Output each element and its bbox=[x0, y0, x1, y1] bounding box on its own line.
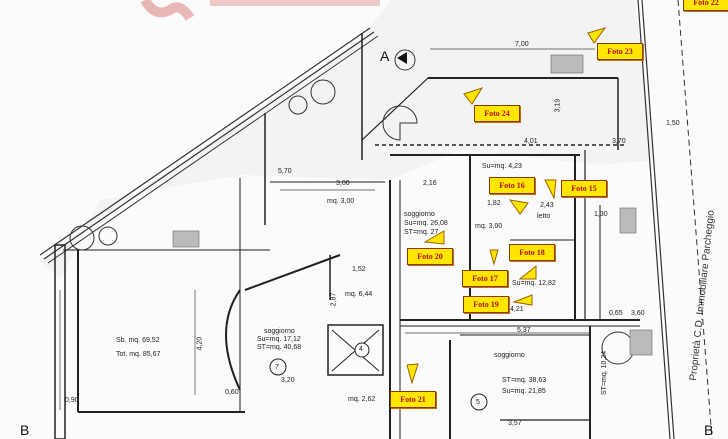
room-name-soggiorno-5: soggiorno bbox=[494, 352, 525, 359]
room-name-letto: letto bbox=[537, 213, 551, 220]
room-st-upper: ST=mq. 27 bbox=[404, 229, 439, 236]
dimension-label: 7,00 bbox=[515, 41, 529, 48]
section-mark-a: A bbox=[380, 48, 390, 64]
room-number-circle bbox=[354, 342, 370, 358]
section-mark-b-right: B bbox=[704, 422, 714, 438]
dimension-label: 3,20 bbox=[281, 377, 295, 384]
dimension-label: 2,87 bbox=[330, 292, 338, 307]
section-arrow-icon bbox=[397, 52, 407, 64]
room-name-soggiorno-upper: soggiorno bbox=[404, 211, 435, 218]
garden-area bbox=[40, 0, 655, 280]
dimension-label: 1,30 bbox=[594, 211, 608, 218]
dimension-label: 1,52 bbox=[352, 266, 366, 273]
dimension-label: 0,90 bbox=[65, 397, 79, 404]
diagonal-boundary bbox=[39, 27, 379, 264]
dimension-label: 1,50 bbox=[666, 120, 680, 127]
dimension-label: 0,65 bbox=[609, 310, 623, 317]
room-mq-upper: mq. 3,00 bbox=[475, 223, 503, 230]
room-number-5: 5 bbox=[476, 399, 480, 406]
dimension-label: 3,60 bbox=[631, 310, 645, 317]
curved-wall bbox=[225, 289, 241, 391]
dimension-label: 1,82 bbox=[487, 200, 501, 207]
room-mq-1282: Su=mq. 12,82 bbox=[512, 280, 556, 287]
photo-marker-foto-20[interactable]: Foto 20 bbox=[407, 248, 453, 265]
room-su-upper: Su=mq. 26,08 bbox=[404, 220, 448, 227]
photo-direction-triangles bbox=[406, 27, 607, 385]
room-su-7: Su=mq. 17,12 bbox=[257, 336, 301, 343]
dimension-label: 5,70 bbox=[278, 168, 292, 175]
dimension-label: 2,43 bbox=[540, 202, 554, 209]
dimension-label: 0,60 bbox=[225, 389, 239, 396]
room-mq-left: mq. 3,00 bbox=[327, 198, 355, 205]
stair-number: 4 bbox=[359, 346, 363, 353]
room-st-5: ST=mq. 38,63 bbox=[502, 377, 547, 384]
room-number-circle bbox=[269, 358, 287, 376]
dimension-label: 2,16 bbox=[423, 180, 437, 187]
room-st-1024: ST=mq. 10,24 bbox=[601, 350, 608, 395]
walls bbox=[54, 33, 640, 439]
dimension-lines bbox=[59, 48, 595, 410]
dimension-label: 4,20 bbox=[196, 336, 204, 351]
photo-marker-foto-22[interactable]: Foto 22 bbox=[683, 0, 728, 11]
section-mark-b-left: B bbox=[20, 422, 30, 438]
photo-marker-foto-23[interactable]: Foto 23 bbox=[597, 43, 643, 60]
watermark-logo bbox=[140, 0, 195, 21]
watermark-text bbox=[210, 0, 380, 6]
dimension-label: 3,19 bbox=[554, 98, 562, 113]
area-sb: Sb. mq. 69,52 bbox=[116, 337, 160, 344]
photo-marker-foto-21[interactable]: Foto 21 bbox=[390, 391, 436, 408]
room-name-soggiorno-7: soggiorno bbox=[264, 328, 295, 335]
dimension-label: 3,00 bbox=[336, 180, 350, 187]
trees bbox=[69, 49, 416, 251]
photo-marker-foto-18[interactable]: Foto 18 bbox=[509, 244, 555, 261]
photo-marker-foto-24[interactable]: Foto 24 bbox=[474, 105, 520, 122]
area-tot: Tot. mq. 85,67 bbox=[116, 351, 161, 358]
right-boundary bbox=[637, 0, 713, 439]
dimension-label: 4,21 bbox=[510, 306, 524, 313]
dimension-label: 3,57 bbox=[508, 420, 522, 427]
dimension-label: 3,70 bbox=[612, 138, 626, 145]
room-su-5: Su=mq. 21,85 bbox=[502, 388, 546, 395]
dimension-label: 4,01 bbox=[524, 138, 538, 145]
photo-marker-foto-17[interactable]: Foto 17 bbox=[462, 270, 508, 287]
room-number-7: 7 bbox=[275, 364, 279, 371]
photo-marker-foto-19[interactable]: Foto 19 bbox=[463, 296, 509, 313]
room-number-circle bbox=[470, 393, 488, 411]
room-st-7: ST=mq. 40,68 bbox=[257, 344, 302, 351]
photo-marker-foto-15[interactable]: Foto 15 bbox=[561, 180, 607, 197]
grilles bbox=[172, 54, 653, 356]
room-su-small: Su=mq. 4,23 bbox=[482, 163, 522, 170]
room-mq-262: mq. 2,62 bbox=[348, 396, 376, 403]
foto-23-direction-icon bbox=[587, 27, 607, 44]
room-mq-644: mq. 6,44 bbox=[345, 291, 373, 298]
dimension-label: 5,37 bbox=[517, 327, 531, 334]
photo-marker-foto-16[interactable]: Foto 16 bbox=[489, 177, 535, 194]
